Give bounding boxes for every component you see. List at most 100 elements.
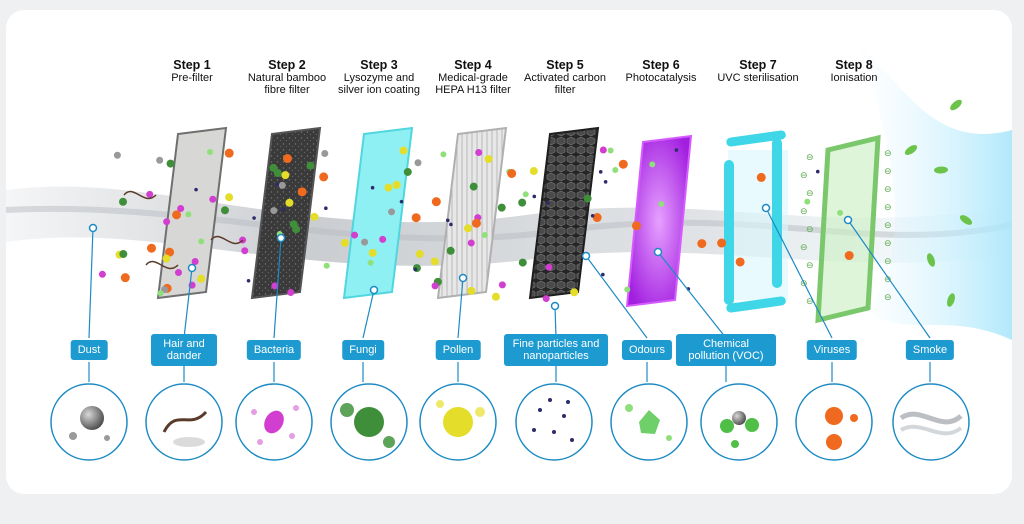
clean-air-stream (856, 40, 1012, 340)
bacteria-particle (241, 247, 248, 254)
voc-icon (731, 440, 739, 448)
odour-particle (440, 151, 446, 157)
pollen-particle (431, 257, 439, 265)
bacteria-particle (287, 289, 294, 296)
ion-symbol: ⊖ (806, 225, 814, 235)
virus-icon (850, 414, 858, 422)
virus-particle (225, 149, 234, 158)
ion-symbol: ⊖ (800, 243, 808, 253)
step-name: Pre-filter (144, 72, 240, 84)
fine-particle-icon (570, 438, 574, 442)
odour-particle (624, 287, 630, 293)
odour-icon (625, 404, 633, 412)
step-number: Step 3 (331, 58, 427, 72)
pollen-particle (492, 293, 500, 301)
dust-particle (114, 152, 121, 159)
dust-particle (321, 150, 328, 157)
virus-particle (507, 169, 516, 178)
bacteria-particle (351, 232, 358, 239)
odour-particle (649, 161, 655, 167)
fine-particle (282, 208, 286, 212)
fine-particle (324, 206, 328, 210)
callout-dot (189, 265, 196, 272)
pollutant-detail-circle (236, 384, 312, 460)
callout-dot (371, 287, 378, 294)
step-number: Step 5 (517, 58, 613, 72)
fine-particle-icon (562, 414, 566, 418)
fine-particle-icon (538, 408, 542, 412)
virus-icon (826, 434, 842, 450)
fine-particle (591, 214, 595, 218)
virus-particle (757, 173, 766, 182)
pollen-icon (443, 407, 473, 437)
pollen-icon (475, 407, 485, 417)
odour-particle (324, 263, 330, 269)
pollutant-detail-circle (701, 384, 777, 460)
ion-symbol: ⊖ (884, 293, 892, 303)
pollutant-label: Hair and dander (151, 334, 217, 366)
odour-particle (658, 201, 664, 207)
callout-line (89, 228, 93, 338)
callout-dot (763, 205, 770, 212)
pollen-particle (285, 199, 293, 207)
pollutant-label: Pollen (436, 340, 481, 360)
callout-line (363, 290, 374, 338)
step-number: Step 8 (806, 58, 902, 72)
bacteria-icon (257, 439, 263, 445)
fungi-particle (470, 183, 478, 191)
bacteria-icon (293, 405, 299, 411)
pollen-particle (467, 287, 475, 295)
bacteria-particle (175, 269, 182, 276)
fine-particle (546, 201, 550, 205)
ion-symbol: ⊖ (884, 185, 892, 195)
carbon-filter-panel (530, 128, 598, 298)
bacteria-particle (99, 271, 106, 278)
dust-particle (279, 182, 286, 189)
fine-particle (371, 186, 375, 190)
fine-particle (400, 200, 404, 204)
step-heading-6: Step 6Photocatalysis (613, 58, 709, 84)
fine-particle (599, 170, 603, 174)
dust-particle (388, 208, 395, 215)
bacteria-particle (499, 281, 506, 288)
leaf-icon (948, 98, 963, 112)
virus-particle (593, 213, 602, 222)
fine-particle-icon (532, 428, 536, 432)
virus-particle (121, 273, 130, 282)
dust-particle (270, 207, 277, 214)
step-number: Step 6 (613, 58, 709, 72)
fine-particle (816, 170, 820, 174)
pollutant-detail-circle (331, 384, 407, 460)
dust-icon (80, 406, 104, 430)
fungi-particle (447, 247, 455, 255)
pollen-icon (436, 400, 444, 408)
pollutant-label: Fungi (342, 340, 384, 360)
fine-particle (247, 279, 251, 283)
virus-particle (172, 210, 181, 219)
fungi-particle (290, 220, 298, 228)
odour-particle (368, 260, 374, 266)
fungi-particle (119, 198, 127, 206)
virus-particle (632, 221, 641, 230)
bacteria-particle (543, 295, 550, 302)
step-name: Natural bamboo fibre filter (239, 72, 335, 96)
pollen-particle (341, 239, 349, 247)
step-name: Medical-grade HEPA H13 filter (425, 72, 521, 96)
dust-icon (69, 432, 77, 440)
fungi-particle (119, 250, 127, 258)
odour-particle (185, 211, 191, 217)
bacteria-particle (146, 191, 153, 198)
pollen-particle (162, 255, 170, 263)
odour-particle (482, 232, 488, 238)
ion-symbol: ⊖ (806, 261, 814, 271)
virus-particle (298, 187, 307, 196)
fine-particle (194, 188, 198, 192)
pollen-particle (416, 250, 424, 258)
ion-symbol: ⊖ (800, 207, 808, 217)
pollen-particle (384, 184, 392, 192)
fine-particle (414, 268, 418, 272)
pollen-particle (369, 249, 377, 257)
pollutant-label: Smoke (906, 340, 954, 360)
ion-symbol: ⊖ (884, 257, 892, 267)
